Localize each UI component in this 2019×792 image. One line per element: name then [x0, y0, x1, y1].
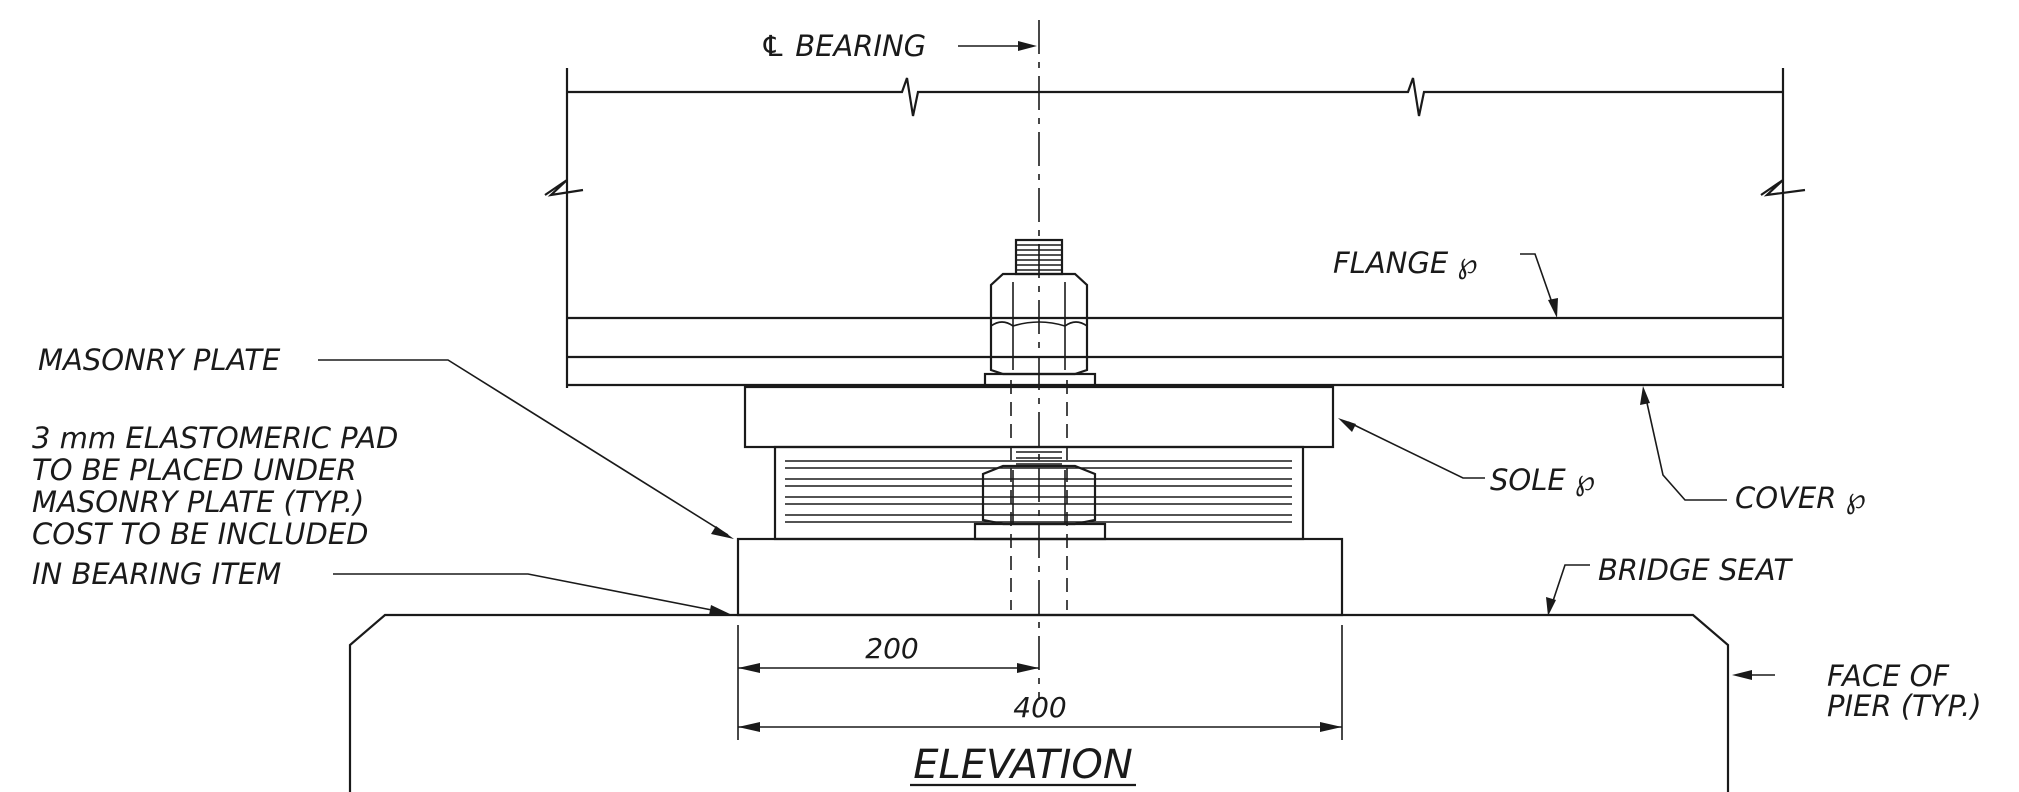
girder: [544, 68, 1806, 388]
upper-nut: [983, 238, 1097, 388]
cl-bearing-label: ℄ BEARING: [760, 29, 926, 63]
dimension-lines: [737, 625, 1343, 740]
face-of-pier-line-1: FACE OF: [1827, 659, 1950, 693]
masonry-plate: [736, 537, 1344, 617]
anchor-bolt: [1010, 380, 1068, 610]
pad-note-line-2: TO BE PLACED UNDER: [32, 453, 357, 487]
dimension-full-width: 400: [1013, 691, 1066, 724]
pad-note-line-3: MASONRY PLATE (TYP.): [32, 485, 364, 519]
pad-note-line-1: 3 mm ELASTOMERIC PAD: [32, 421, 398, 455]
sole-plate-label: SOLE ℘: [1490, 463, 1595, 497]
flange-plate-label: FLANGE ℘: [1333, 246, 1478, 280]
face-of-pier-line-2: PIER (TYP.): [1827, 689, 1982, 723]
drawing-title: ELEVATION: [913, 742, 1133, 788]
lower-nut: [973, 451, 1107, 541]
pier-cap: [348, 613, 1730, 792]
dimension-half-width: 200: [865, 632, 918, 665]
pad-note-line-4: COST TO BE INCLUDED: [32, 517, 368, 551]
leader-lines: [318, 41, 1775, 680]
masonry-plate-label: MASONRY PLATE: [38, 343, 281, 377]
cover-plate-label: COVER ℘: [1735, 481, 1866, 515]
pad-note-line-5: IN BEARING ITEM: [32, 557, 281, 591]
bridge-seat-label: BRIDGE SEAT: [1598, 553, 1793, 587]
